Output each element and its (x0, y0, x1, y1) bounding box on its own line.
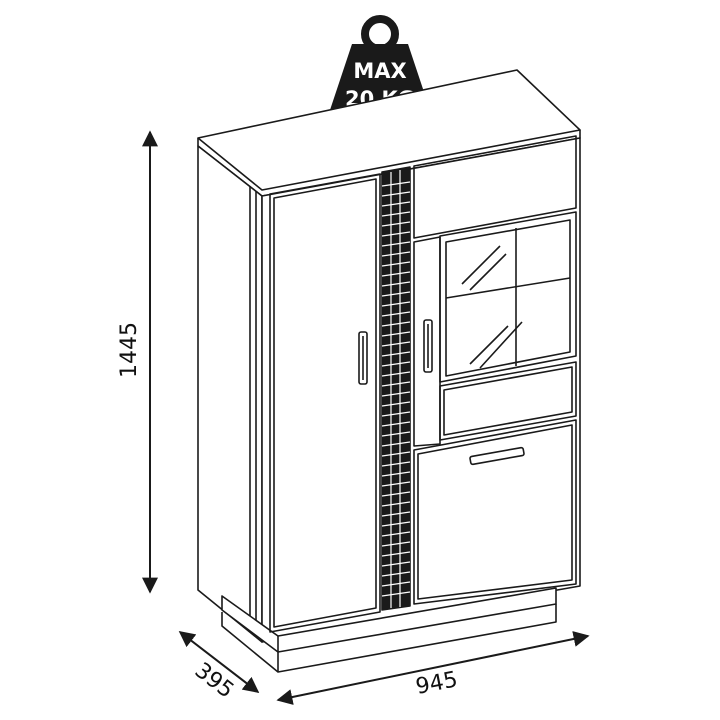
lattice-line (381, 501, 411, 507)
cabinet-side-panel (197, 145, 263, 643)
lattice-line (381, 201, 411, 207)
glass-door-handle[interactable] (423, 319, 433, 373)
lattice-line (381, 571, 411, 577)
height-dimension-label: 1445 (117, 322, 142, 378)
depth-dimension-label: 395 (190, 658, 238, 704)
depth-dimension-line (178, 631, 260, 693)
lattice-line (381, 251, 411, 257)
cabinet (197, 69, 581, 673)
small-drawer-inner (443, 366, 573, 436)
small-drawer[interactable] (439, 361, 577, 441)
lattice-line (381, 301, 411, 307)
left-door (269, 173, 381, 633)
lattice-line (381, 511, 411, 517)
lattice-line (381, 531, 411, 537)
lattice-line (381, 361, 411, 367)
lattice-line (381, 181, 411, 187)
lattice-line (381, 461, 411, 467)
lattice-line (381, 381, 411, 387)
lattice-line (381, 271, 411, 277)
vitrine-frame (439, 211, 577, 383)
lattice-line (381, 541, 411, 547)
bottom-flap-handle[interactable] (469, 446, 525, 466)
lattice-line (381, 441, 411, 447)
lattice-line (381, 341, 411, 347)
lattice-line (381, 481, 411, 487)
weight-label-line1: MAX (353, 59, 406, 83)
lattice-line (381, 321, 411, 327)
bottom-flap-inner (417, 424, 573, 600)
lattice-line (381, 311, 411, 317)
bottom-flap[interactable] (413, 419, 577, 605)
width-dimension-label: 945 (414, 667, 460, 700)
width-dimension-line (276, 631, 590, 705)
lattice-line (381, 221, 411, 227)
lattice-line (381, 551, 411, 557)
lattice-line (381, 241, 411, 247)
dimension-lines (142, 130, 590, 705)
cabinet-front-frame (261, 137, 581, 643)
lattice-line (381, 391, 411, 397)
lattice-line (381, 261, 411, 267)
lattice-line (381, 491, 411, 497)
lattice-line (381, 521, 411, 527)
left-door-inner (273, 178, 377, 628)
lattice-strip (381, 166, 411, 611)
lattice-line (381, 331, 411, 337)
vitrine-glass (445, 219, 571, 377)
lattice-line (381, 281, 411, 287)
lattice-line (381, 561, 411, 567)
lattice-line (381, 451, 411, 457)
glass-door (413, 236, 441, 447)
lattice-grid-horizontal (381, 181, 411, 597)
lattice-line (381, 371, 411, 377)
vitrine-shelf (445, 277, 571, 299)
lattice-line (381, 431, 411, 437)
lattice-line (381, 211, 411, 217)
top-drawer[interactable] (413, 135, 577, 239)
lattice-line (381, 421, 411, 427)
lattice-line (381, 581, 411, 587)
glass-reflection-icon (461, 245, 523, 369)
lattice-line (381, 351, 411, 357)
lattice-line (381, 591, 411, 597)
lattice-line (381, 401, 411, 407)
lattice-line (381, 191, 411, 197)
lattice-line (381, 471, 411, 477)
lattice-line (381, 291, 411, 297)
left-door-handle[interactable] (358, 331, 368, 385)
lattice-line (381, 231, 411, 237)
lattice-line (381, 411, 411, 417)
